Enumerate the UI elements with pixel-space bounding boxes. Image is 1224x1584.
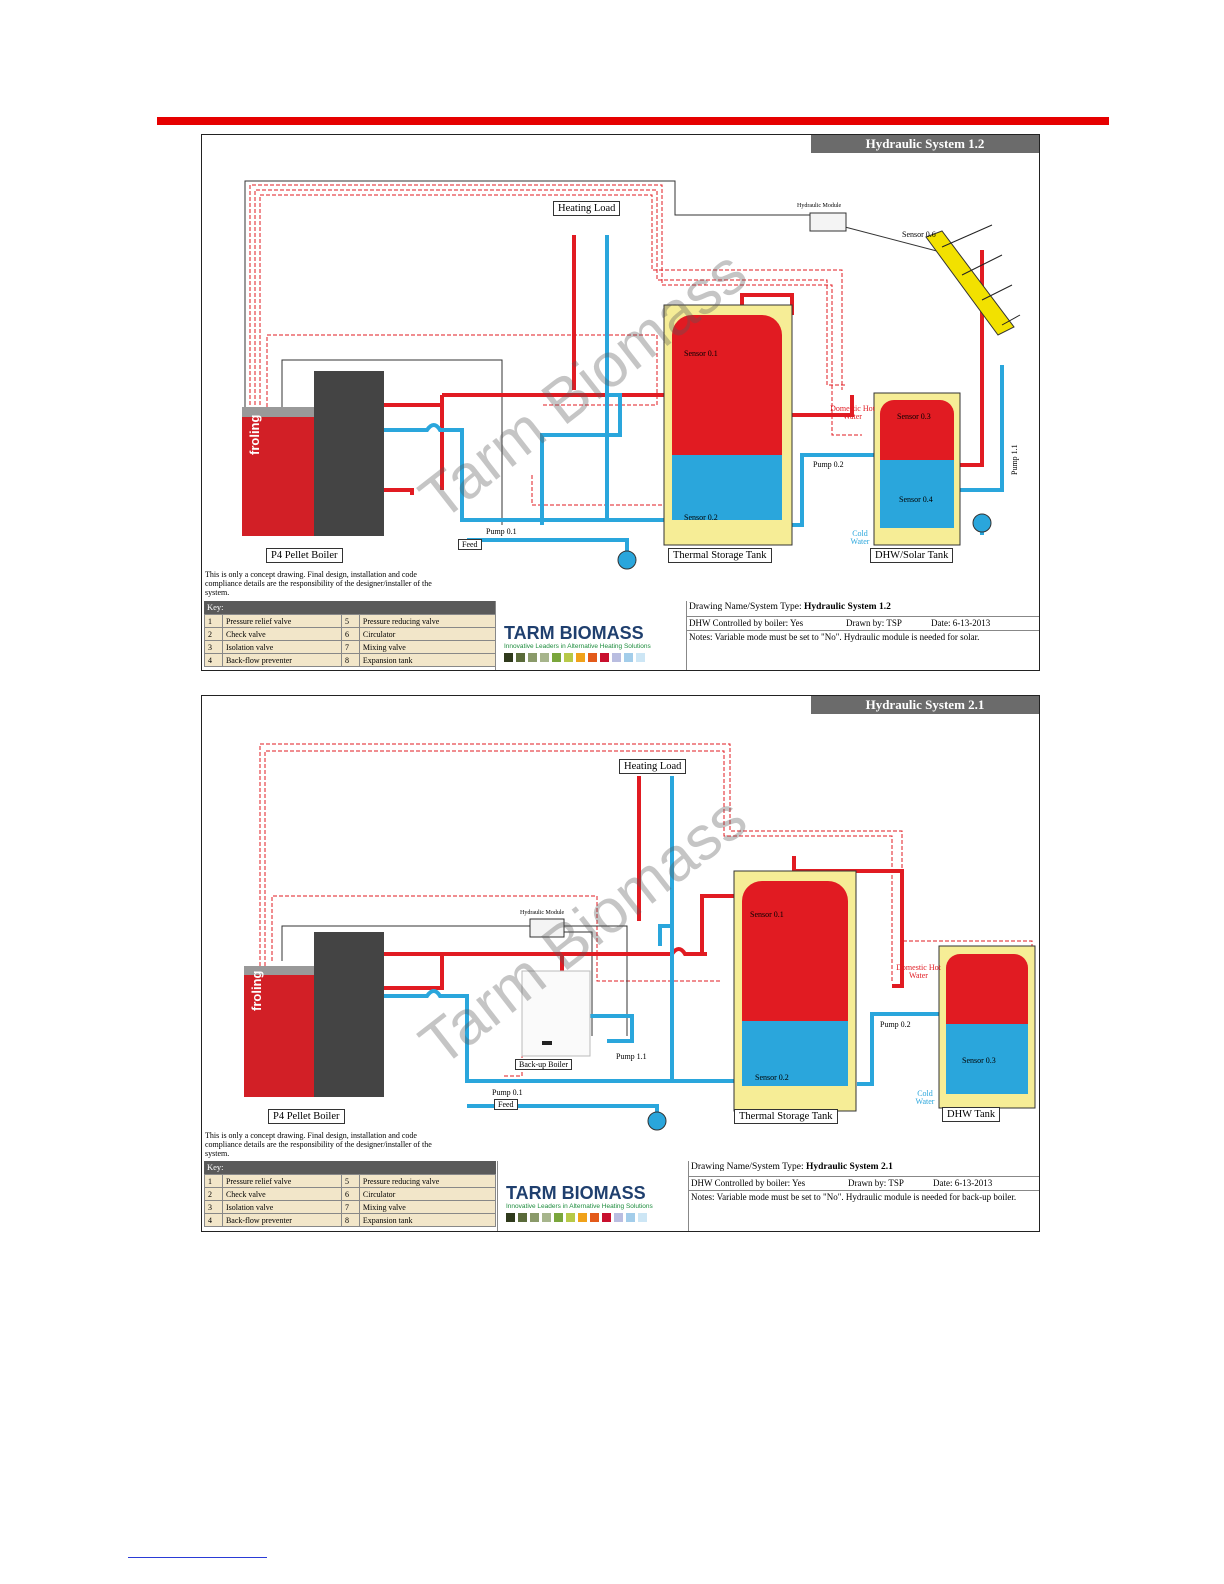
tarm-logo: TARM BIOMASS Innovative Leaders in Alter… (495, 601, 687, 670)
boiler-body (242, 415, 314, 536)
key-header: Key: (204, 601, 496, 614)
info-drawn-by: Drawn by: TSP (846, 618, 902, 628)
wire (281, 359, 503, 525)
boiler-body (244, 973, 314, 1097)
info-name: Hydraulic System 2.1 (806, 1162, 893, 1172)
pump-0-1-label: Pump 0.1 (486, 527, 517, 536)
info-name-label: Drawing Name/System Type: (691, 1162, 804, 1172)
sensor-0-6-label: Sensor 0.6 (902, 230, 936, 239)
brand-name: TARM BIOMASS (506, 1183, 646, 1203)
info-notes: Notes: Variable mode must be set to "No"… (691, 1192, 1017, 1202)
feed-label: Feed (458, 539, 482, 550)
heating-load-label: Heating Load (553, 201, 621, 216)
dhw-solar-tank-label: DHW/Solar Tank (870, 548, 954, 563)
sensor-0-4-label: Sensor 0.4 (899, 495, 933, 504)
domestic-hot-water-label: Domestic Hot Water (896, 963, 941, 980)
brand-swatches (504, 653, 645, 662)
backup-boiler-label: Back-up Boiler (515, 1059, 573, 1070)
header-rule (157, 117, 1109, 125)
pellet-boiler-label: P4 Pellet Boiler (266, 548, 343, 563)
hydraulic-module (529, 918, 565, 938)
info-name: Hydraulic System 1.2 (804, 602, 891, 612)
diagram-hydraulic-system-2-1: Hydraulic System 2.1 Heating Load Hydrau… (201, 695, 1040, 1232)
cold-pipe (384, 423, 792, 522)
feed-label: Feed (494, 1099, 518, 1110)
info-dhw: DHW Controlled by boiler: Yes (691, 1178, 806, 1188)
wire (844, 226, 953, 256)
pump-0-2-label: Pump 0.2 (813, 460, 844, 469)
pump-0-2-label: Pump 0.2 (880, 1020, 911, 1029)
tarm-logo: TARM BIOMASS Innovative Leaders in Alter… (497, 1161, 689, 1231)
solar-collector (925, 230, 1015, 336)
schematic-2 (244, 743, 1036, 1131)
brand-name: TARM BIOMASS (504, 623, 644, 643)
hydraulic-module-label: Hydraulic Module (520, 910, 565, 916)
diagram-title: Hydraulic System 1.2 (811, 135, 1039, 153)
brand-tagline: Innovative Leaders in Alternative Heatin… (504, 643, 651, 650)
brand-tagline: Innovative Leaders in Alternative Heatin… (506, 1203, 653, 1210)
hydraulic-module-label: Hydraulic Module (797, 203, 842, 209)
hydraulic-module (809, 212, 847, 232)
pump-1-1-label: Pump 1.1 (616, 1052, 647, 1061)
heating-load-label: Heating Load (619, 759, 687, 774)
thermal-storage-tank-label: Thermal Storage Tank (734, 1109, 838, 1124)
info-dhw: DHW Controlled by boiler: Yes (689, 618, 804, 628)
cold-water-label: Cold Water (915, 1089, 935, 1106)
diagram-title: Hydraulic System 2.1 (811, 696, 1039, 714)
brand-swatches (506, 1213, 647, 1222)
disclaimer: This is only a concept drawing. Final de… (205, 570, 432, 597)
boiler-cabinet (314, 371, 384, 536)
froling-logo: froling (247, 414, 262, 455)
schematic-1 (242, 180, 1021, 570)
drawing-info: Drawing Name/System Type: Hydraulic Syst… (686, 601, 1039, 670)
wire (244, 180, 812, 435)
info-notes: Notes: Variable mode must be set to "No"… (689, 632, 980, 642)
domestic-hot-water-label: Domestic Hot Water (830, 404, 875, 421)
info-drawn-by: Drawn by: TSP (848, 1178, 904, 1188)
sensor-0-3-label: Sensor 0.3 (962, 1056, 996, 1065)
dashed-wire (259, 743, 1033, 986)
sensor-0-1-label: Sensor 0.1 (684, 349, 718, 358)
drawing-info: Drawing Name/System Type: Hydraulic Syst… (688, 1161, 1039, 1231)
sensor-0-1-label: Sensor 0.1 (750, 910, 784, 919)
sensor-0-2-label: Sensor 0.2 (684, 513, 718, 522)
dashed-wire (531, 475, 687, 506)
dashed-wire (259, 194, 843, 435)
info-date: Date: 6-13-2013 (931, 618, 991, 628)
froling-logo: froling (249, 970, 264, 1011)
thermal-storage-tank-label: Thermal Storage Tank (668, 548, 772, 563)
disclaimer: This is only a concept drawing. Final de… (205, 1131, 432, 1158)
sensor-0-2-label: Sensor 0.2 (755, 1073, 789, 1082)
footnote-rule (128, 1557, 267, 1558)
pellet-boiler-label: P4 Pellet Boiler (268, 1109, 345, 1124)
sensor-0-3-label: Sensor 0.3 (897, 412, 931, 421)
pump-1-1-label: Pump 1.1 (1010, 444, 1019, 475)
dashed-wire (249, 184, 862, 436)
cold-water-label: Cold Water (850, 529, 870, 546)
pump-0-1-label: Pump 0.1 (492, 1088, 523, 1097)
cold-pipe (384, 989, 742, 1083)
dhw-tank-label: DHW Tank (942, 1107, 1001, 1122)
diagram-hydraulic-system-1-2: Hydraulic System 1.2 Heating Load Hydrau… (201, 134, 1040, 671)
dashed-wire (254, 189, 847, 435)
info-date: Date: 6-13-2013 (933, 1178, 993, 1188)
info-name-label: Drawing Name/System Type: (689, 602, 802, 612)
backup-boiler (521, 970, 591, 1057)
key-header: Key: (204, 1161, 496, 1174)
thermal-tank-cold (672, 455, 782, 520)
